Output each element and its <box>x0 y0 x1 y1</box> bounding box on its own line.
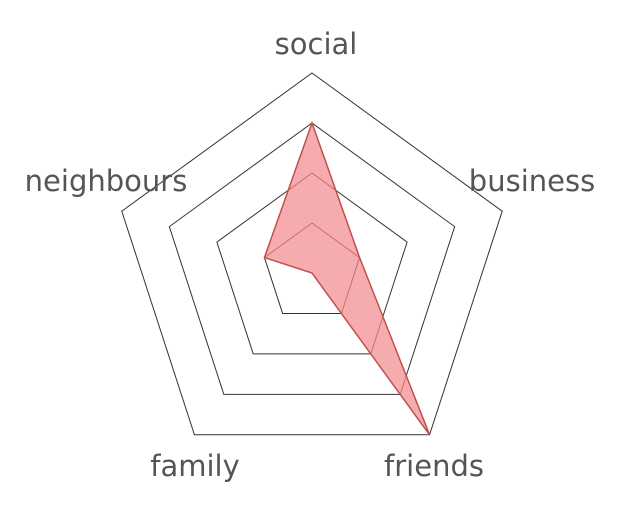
axis-label-business: business <box>469 164 595 198</box>
grid-ring-2 <box>216 172 408 355</box>
grid-ring-4 <box>121 72 503 436</box>
axis-label-social: social <box>275 27 358 61</box>
axis-labels: social business friends family neighbour… <box>25 27 596 483</box>
grid-ring-3 <box>168 122 456 395</box>
axis-label-neighbours: neighbours <box>25 164 188 198</box>
series-area-0 <box>263 120 431 436</box>
axis-label-friends: friends <box>384 449 484 483</box>
axis-label-family: family <box>150 449 240 483</box>
series-layer <box>263 120 431 436</box>
